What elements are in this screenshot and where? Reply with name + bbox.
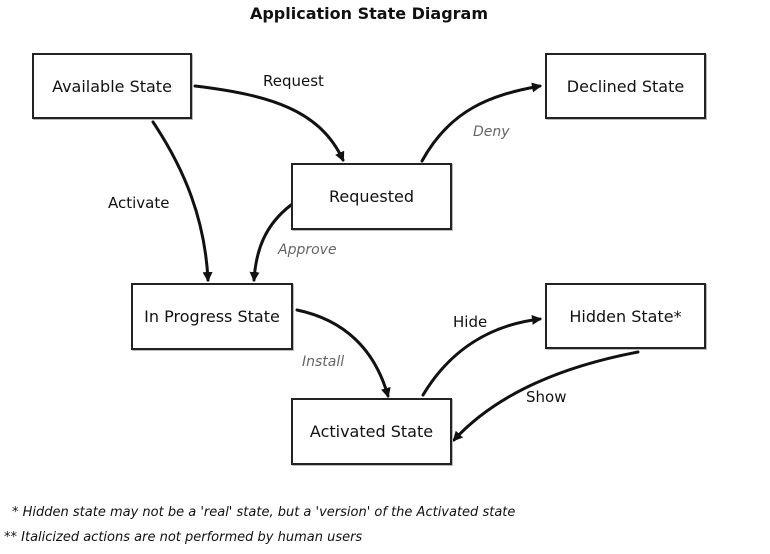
diagram-title: Application State Diagram xyxy=(249,4,489,23)
node-hidden-state: Hidden State* xyxy=(545,283,706,349)
label-deny: Deny xyxy=(473,124,510,140)
node-declined-state: Declined State xyxy=(545,53,706,119)
arrow-approve xyxy=(249,203,293,282)
arrow-hide xyxy=(421,314,542,397)
node-activated-state: Activated State xyxy=(291,398,452,465)
label-activate: Activate xyxy=(108,194,170,212)
arrow-install xyxy=(295,308,391,398)
footnote-italic-actions: ** Italicized actions are not performed … xyxy=(4,530,363,545)
node-requested: Requested xyxy=(291,163,452,230)
node-in-progress-state: In Progress State xyxy=(131,283,293,350)
node-available-state: Available State xyxy=(32,53,192,119)
label-show: Show xyxy=(526,388,567,406)
label-hide: Hide xyxy=(453,313,488,331)
arrow-deny xyxy=(420,82,542,163)
label-approve: Approve xyxy=(278,242,337,258)
label-install: Install xyxy=(302,354,345,370)
footnote-hidden-state: * Hidden state may not be a 'real' state… xyxy=(12,505,516,520)
arrow-activate xyxy=(151,120,213,282)
label-request: Request xyxy=(263,72,324,90)
arrow-request xyxy=(193,84,345,162)
arrow-show xyxy=(452,350,640,442)
